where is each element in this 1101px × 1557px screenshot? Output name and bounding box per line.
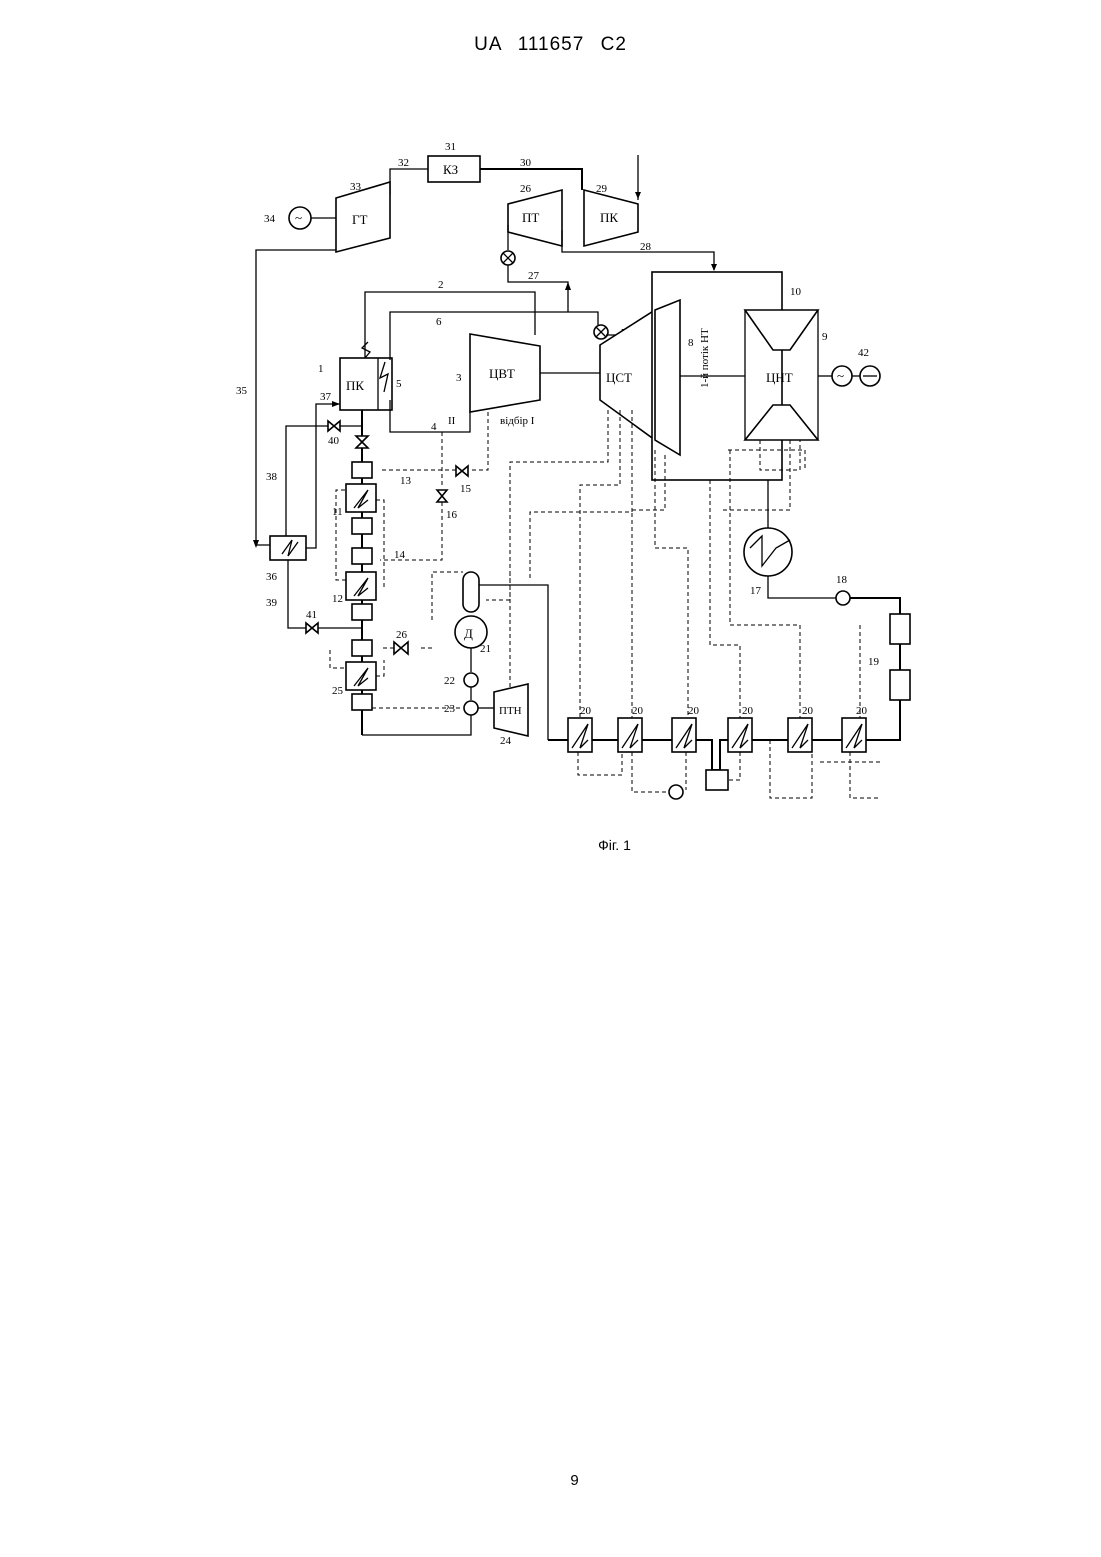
label-II: II <box>448 415 456 427</box>
label-28: 28 <box>640 241 652 253</box>
pump-22 <box>464 673 478 687</box>
label-8: 8 <box>688 337 694 349</box>
drain-cooler <box>706 770 728 790</box>
label-20-4: 20 <box>742 705 754 717</box>
svg-text:~: ~ <box>837 368 844 383</box>
label-26-valve: 26 <box>396 629 408 641</box>
air-inlet-arrow <box>635 192 641 199</box>
label-26-top: 26 <box>520 183 532 195</box>
label-30: 30 <box>520 157 532 169</box>
hp-turbine-label: ЦВТ <box>489 366 515 381</box>
condenser-17 <box>744 528 792 576</box>
label-4: 4 <box>431 421 437 433</box>
label-18: 18 <box>836 574 848 586</box>
line-32 <box>390 169 428 195</box>
label-6: 6 <box>436 316 442 328</box>
label-13: 13 <box>400 475 412 487</box>
label-34: 34 <box>264 213 276 225</box>
label-20-2: 20 <box>632 705 644 717</box>
label-19: 19 <box>868 656 880 668</box>
gas-turbine-label: ГТ <box>352 212 368 227</box>
label-35: 35 <box>236 385 248 397</box>
valve-41 <box>306 623 318 633</box>
line-39 <box>288 560 306 628</box>
label-14: 14 <box>394 549 406 561</box>
label-11: 11 <box>332 506 343 518</box>
valve-feed <box>356 436 368 448</box>
extraction-label: відбір І <box>500 415 535 427</box>
figure-caption: Фіг. 1 <box>0 837 1101 853</box>
ptn-label: ПТН <box>499 705 522 717</box>
label-39: 39 <box>266 597 278 609</box>
line-35-arrow <box>253 540 259 548</box>
label-9: 9 <box>822 331 828 343</box>
hp-heaters-column <box>346 462 376 710</box>
heater-19b <box>890 670 910 700</box>
power-turbine-label: ПТ <box>522 210 539 225</box>
pump-18 <box>836 591 850 605</box>
label-40: 40 <box>328 435 340 447</box>
label-3: 3 <box>456 372 462 384</box>
label-1: 1 <box>318 363 324 375</box>
line-27-arrow <box>565 282 571 290</box>
label-41: 41 <box>306 609 317 621</box>
label-12: 12 <box>332 593 343 605</box>
valve-15 <box>456 466 468 476</box>
label-36: 36 <box>266 571 278 583</box>
label-20-6: 20 <box>856 705 868 717</box>
label-23: 23 <box>444 703 456 715</box>
label-25: 25 <box>332 685 344 697</box>
lp-turbine-label: ЦНТ <box>766 370 793 385</box>
line-30 <box>480 169 582 190</box>
lp-flow-1 <box>655 300 680 455</box>
lp-flow-label: 1-й потік НТ <box>699 328 711 388</box>
valve-40 <box>328 421 340 431</box>
label-32: 32 <box>398 157 409 169</box>
label-21: 21 <box>480 643 491 655</box>
label-31: 31 <box>445 141 456 153</box>
label-16: 16 <box>446 509 458 521</box>
heater-19a <box>890 614 910 644</box>
line-28-arrow <box>711 264 717 271</box>
heat-exchanger-36 <box>270 536 306 560</box>
line-38 <box>286 426 328 536</box>
compressor-label: ПК <box>600 210 618 225</box>
page-number: 9 <box>0 1472 1101 1489</box>
label-20-5: 20 <box>802 705 814 717</box>
label-38: 38 <box>266 471 278 483</box>
lp-heaters-20 <box>568 718 866 752</box>
deaerator-column <box>463 572 479 612</box>
generator-34-tilde: ~ <box>295 210 302 225</box>
valve-26 <box>394 642 408 654</box>
label-5: 5 <box>396 378 402 390</box>
deaerator-label: Д <box>464 626 473 641</box>
label-20-1: 20 <box>580 705 592 717</box>
label-24: 24 <box>500 735 512 747</box>
label-22: 22 <box>444 675 455 687</box>
ip-turbine-label: ЦСТ <box>606 370 632 385</box>
pump-23 <box>464 701 478 715</box>
label-20-3: 20 <box>688 705 700 717</box>
combustion-chamber-label: КЗ <box>443 162 458 177</box>
label-37: 37 <box>320 391 332 403</box>
label-29: 29 <box>596 183 608 195</box>
label-42: 42 <box>858 347 869 359</box>
line-4 <box>390 400 470 432</box>
drain-pump <box>669 785 683 799</box>
label-15: 15 <box>460 483 472 495</box>
valve-16 <box>437 490 447 502</box>
label-17: 17 <box>750 585 762 597</box>
label-2: 2 <box>438 279 444 291</box>
label-10: 10 <box>790 286 802 298</box>
label-27: 27 <box>528 270 540 282</box>
boiler-label: ПК <box>346 378 364 393</box>
label-33: 33 <box>350 181 362 193</box>
